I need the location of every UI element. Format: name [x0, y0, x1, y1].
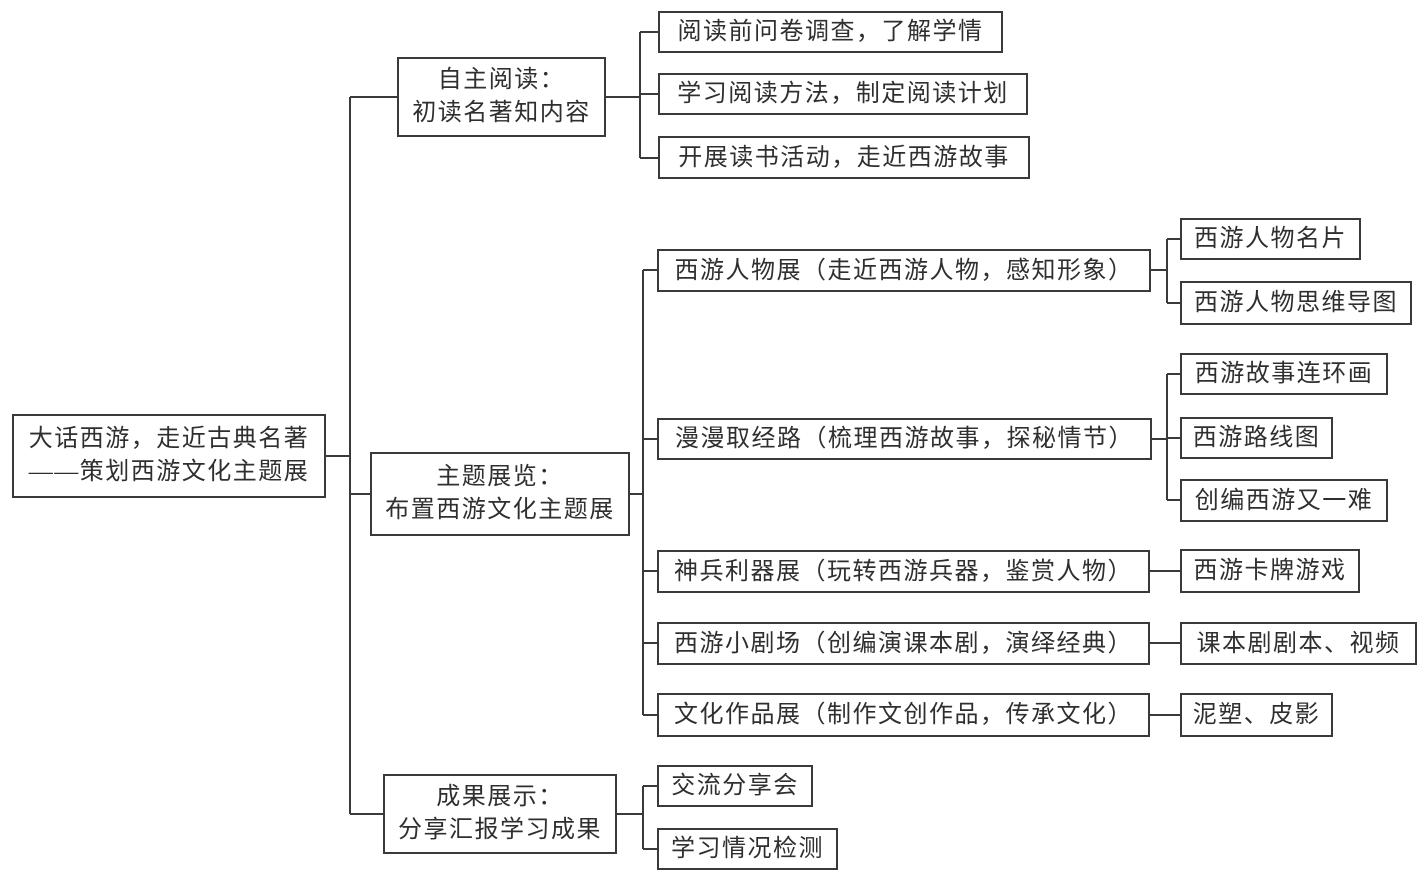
leaf-card-game-node: 西游卡牌游戏 [1180, 549, 1360, 593]
leaf-reading-method-label: 学习阅读方法，制定阅读计划 [677, 81, 1009, 107]
journey-exhibit-label: 漫漫取经路（梳理西游故事，探秘情节） [675, 426, 1134, 452]
leaf-clay-shadow-node: 泥塑、皮影 [1180, 693, 1333, 737]
branch-exhibition-node: 主题展览： 布置西游文化主题展 [370, 452, 630, 536]
leaf-character-card-node: 西游人物名片 [1180, 218, 1361, 260]
weapons-exhibit-label: 神兵利器展（玩转西游兵器，鉴赏人物） [674, 558, 1133, 585]
branch-results-line2: 分享汇报学习成果 [398, 817, 602, 843]
leaf-route-map-label: 西游路线图 [1192, 425, 1321, 451]
theater-exhibit-label: 西游小剧场（创编演课本剧，演绎经典） [674, 630, 1133, 657]
branch-exhibition-line2: 布置西游文化主题展 [385, 497, 615, 523]
leaf-reading-activity-label: 开展读书活动，走近西游故事 [678, 144, 1010, 171]
leaf-learning-test-label: 学习情况检测 [671, 836, 824, 862]
leaf-character-mindmap-node: 西游人物思维导图 [1180, 281, 1412, 325]
leaf-character-mindmap-label: 西游人物思维导图 [1194, 290, 1398, 316]
leaf-new-adventure-label: 创编西游又一难 [1194, 487, 1374, 514]
branch-results-node: 成果展示： 分享汇报学习成果 [383, 774, 617, 854]
leaf-reading-activity-node: 开展读书活动，走近西游故事 [658, 136, 1030, 179]
connector-characters-group [1151, 238, 1180, 304]
leaf-clay-shadow-label: 泥塑、皮影 [1192, 702, 1321, 728]
leaf-survey-node: 阅读前问卷调查，了解学情 [658, 11, 1003, 53]
characters-exhibit-node: 西游人物展（走近西游人物，感知形象） [657, 249, 1151, 292]
leaf-sharing-meeting-label: 交流分享会 [671, 773, 799, 799]
connector-branch-exhibition [630, 269, 657, 716]
leaf-story-comics-label: 西游故事连环画 [1194, 361, 1374, 387]
leaf-script-video-node: 课本剧剧本、视频 [1180, 622, 1417, 665]
branch-results-line1: 成果展示： [436, 783, 564, 810]
connector-root-trunk [326, 96, 397, 815]
culture-exhibit-label: 文化作品展（制作文创作品，传承文化） [674, 702, 1133, 728]
branch-reading-line2: 初读名著知内容 [412, 100, 591, 126]
branch-reading-line1: 自主阅读： [437, 66, 566, 93]
leaf-learning-test-node: 学习情况检测 [657, 828, 838, 870]
leaf-sharing-meeting-node: 交流分享会 [657, 765, 813, 807]
branch-reading-node: 自主阅读： 初读名著知内容 [397, 57, 606, 137]
connector-direct-leaves [1150, 570, 1180, 716]
culture-exhibit-node: 文化作品展（制作文创作品，传承文化） [657, 693, 1150, 737]
branch-exhibition-line1: 主题展览： [436, 463, 564, 490]
leaf-card-game-label: 西游卡牌游戏 [1193, 558, 1347, 584]
leaf-new-adventure-node: 创编西游又一难 [1180, 479, 1388, 522]
characters-exhibit-label: 西游人物展（走近西游人物，感知形象） [674, 257, 1134, 284]
leaf-survey-label: 阅读前问卷调查，了解学情 [677, 19, 984, 45]
root-title-line1: 大话西游，走近古典名著 [28, 425, 310, 452]
connector-branch-results [617, 785, 657, 850]
leaf-reading-method-node: 学习阅读方法，制定阅读计划 [658, 73, 1028, 115]
leaf-story-comics-node: 西游故事连环画 [1180, 353, 1388, 395]
root-title-line2: ——策划西游文化主题展 [28, 459, 310, 485]
leaf-script-video-label: 课本剧剧本、视频 [1196, 630, 1401, 657]
leaf-route-map-node: 西游路线图 [1180, 417, 1333, 459]
connector-journey-group [1152, 373, 1180, 501]
leaf-character-card-label: 西游人物名片 [1194, 226, 1347, 252]
root-node: 大话西游，走近古典名著 ——策划西游文化主题展 [12, 414, 326, 498]
connector-branch-reading [606, 31, 658, 159]
weapons-exhibit-node: 神兵利器展（玩转西游兵器，鉴赏人物） [657, 550, 1150, 593]
journey-exhibit-node: 漫漫取经路（梳理西游故事，探秘情节） [657, 418, 1152, 460]
theater-exhibit-node: 西游小剧场（创编演课本剧，演绎经典） [657, 622, 1150, 665]
